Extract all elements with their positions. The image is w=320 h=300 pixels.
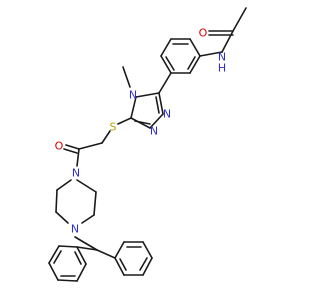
bond-pz-1 bbox=[76, 179, 97, 193]
bond-c3-n2 bbox=[130, 117, 151, 129]
bond-carbonyl-n bbox=[221, 30, 234, 53]
bond-lph-4 bbox=[57, 279, 78, 282]
bond-n1-c5 bbox=[158, 92, 164, 115]
bond-s-ch2 bbox=[101, 130, 111, 144]
bond-pz-4 bbox=[55, 211, 69, 224]
bond-rph-inner-3 bbox=[119, 258, 127, 271]
atom-n4-piperazine: N bbox=[71, 223, 79, 236]
bond-lph-1 bbox=[58, 245, 78, 248]
atom-o-ketone: O bbox=[55, 140, 64, 153]
atom-n1-triazole: N bbox=[163, 108, 171, 121]
bond-rph-1 bbox=[114, 241, 125, 259]
bond-ph-4 bbox=[160, 55, 172, 74]
bond-ph-inner-2 bbox=[165, 56, 175, 71]
bond-ch2-co bbox=[78, 142, 103, 150]
molecule-canvas: O N H N N N S O N N bbox=[48, 7, 247, 282]
bond-lph-3 bbox=[48, 262, 59, 281]
bond-methyl-carbonyl bbox=[232, 7, 247, 32]
bond-pz-3 bbox=[81, 214, 95, 224]
bond-co-o-double bbox=[63, 148, 78, 154]
bond-ph-triazole bbox=[158, 72, 172, 94]
bond-lph-5 bbox=[76, 263, 87, 282]
bond-c3-s bbox=[117, 117, 132, 125]
bond-n1-c5-double bbox=[155, 96, 160, 114]
bond-c3-n2-double bbox=[134, 120, 151, 125]
bond-n-aryl bbox=[199, 51, 223, 57]
bond-n-ch bbox=[74, 236, 98, 251]
bond-n2-n1 bbox=[149, 113, 164, 129]
bond-n4-c3 bbox=[130, 96, 137, 119]
atom-s-thioether: S bbox=[110, 121, 117, 134]
bond-lph-inner-1 bbox=[53, 250, 62, 264]
atom-label-layer: O N H N N N S O N N bbox=[55, 27, 226, 236]
bond-c5-n4 bbox=[135, 92, 160, 98]
bond-lph-inner-3 bbox=[74, 251, 82, 265]
bond-pz-6 bbox=[56, 179, 72, 191]
bond-rph-inner-2 bbox=[139, 257, 148, 271]
atom-h-amide: H bbox=[218, 62, 226, 75]
atom-n-amide: N bbox=[218, 51, 226, 64]
bond-ph-inner-3 bbox=[187, 56, 196, 70]
bond-rph-6 bbox=[114, 257, 125, 276]
bond-rph-3 bbox=[142, 241, 153, 259]
bond-rph-4 bbox=[142, 257, 153, 276]
bond-pz-5 bbox=[55, 189, 58, 213]
atom-n1-piperazine: N bbox=[72, 167, 80, 180]
bond-lph-6 bbox=[76, 246, 87, 265]
bond-ph-6 bbox=[189, 55, 201, 74]
bond-ch-rph bbox=[96, 249, 116, 259]
bond-co-n bbox=[76, 148, 80, 167]
atom-n4-triazole: N bbox=[129, 89, 137, 102]
atom-o-acetyl: O bbox=[199, 27, 208, 40]
bond-pz-2 bbox=[93, 191, 97, 216]
bond-n4-methyl bbox=[122, 66, 131, 88]
bond-layer bbox=[48, 7, 247, 282]
bond-lph-2 bbox=[48, 245, 60, 264]
atom-n2-triazole: N bbox=[150, 125, 158, 138]
bond-ph-1 bbox=[189, 38, 201, 57]
bond-ch-lph bbox=[76, 246, 98, 251]
molecule-structure: O N H N N N S O N N bbox=[48, 7, 247, 282]
bond-co-o bbox=[65, 144, 80, 150]
bond-ph-3 bbox=[160, 38, 172, 57]
